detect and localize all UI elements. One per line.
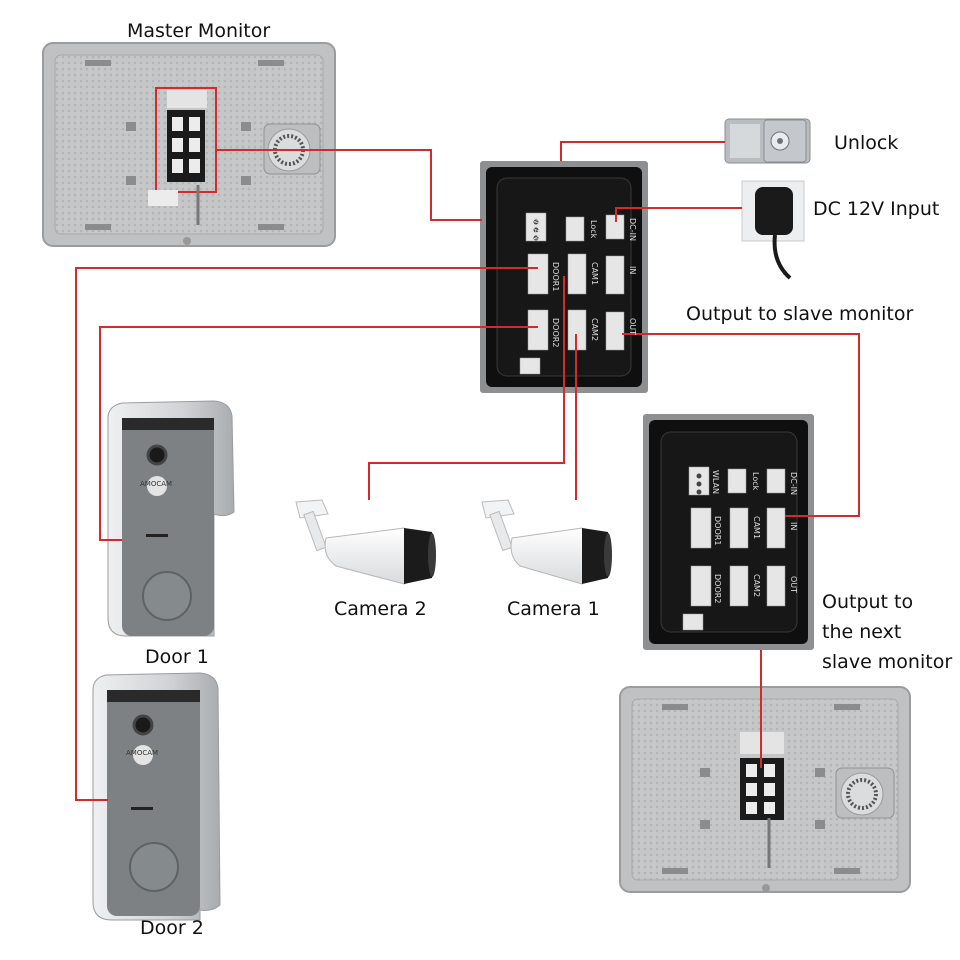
camera1-label: Camera 1 bbox=[507, 598, 600, 620]
wiring bbox=[75, 141, 860, 801]
slave-label-cam2: CAM2 bbox=[752, 574, 761, 598]
label-cam2: CAM2 bbox=[590, 318, 599, 342]
wire-master-to-panel bbox=[216, 149, 482, 221]
power-adapter-icon bbox=[741, 180, 805, 280]
wire-out-to-slave bbox=[622, 333, 860, 517]
wire-dc bbox=[615, 207, 742, 222]
wire-lock bbox=[560, 141, 725, 161]
door2-logo: AMOCAM bbox=[126, 749, 159, 757]
door-station-2 bbox=[92, 672, 221, 921]
slave-label-cam1: CAM1 bbox=[752, 516, 761, 540]
label-in: IN bbox=[628, 266, 637, 275]
master-monitor bbox=[42, 42, 336, 247]
master-monitor-label: Master Monitor bbox=[127, 20, 271, 42]
slave-label-out: OUT bbox=[789, 576, 798, 594]
output-next-label-line1: Output to bbox=[822, 591, 914, 613]
slave-label-dc-in: DC-IN bbox=[789, 472, 798, 495]
wire-door1 bbox=[75, 267, 538, 801]
output-slave-label: Output to slave monitor bbox=[686, 303, 914, 325]
door1-logo: AMOCAM bbox=[140, 480, 173, 488]
slave-label-door2: DOOR2 bbox=[713, 574, 722, 604]
slave-label-door1: DOOR1 bbox=[713, 516, 722, 546]
slave-label-wlan: WLAN bbox=[711, 470, 720, 495]
unlock-label: Unlock bbox=[834, 132, 899, 154]
label-door2: DOOR2 bbox=[551, 318, 560, 348]
electric-lock-icon bbox=[724, 118, 811, 164]
wire-door2 bbox=[99, 326, 538, 541]
label-wlan: WLAN bbox=[532, 216, 541, 241]
wire-camera2 bbox=[368, 276, 565, 500]
label-lock: Lock bbox=[589, 220, 598, 239]
door1-label: Door 1 bbox=[145, 646, 209, 668]
output-next-label-line2: the next bbox=[822, 621, 902, 643]
label-out: OUT bbox=[628, 318, 637, 336]
camera-2-icon bbox=[295, 499, 436, 585]
door2-label: Door 2 bbox=[140, 917, 204, 939]
slave-label-in: IN bbox=[789, 522, 798, 531]
camera-1-icon bbox=[481, 499, 612, 585]
slave-connector-panel bbox=[643, 414, 814, 650]
output-next-label-line3: slave monitor bbox=[822, 651, 953, 673]
dc-input-label: DC 12V Input bbox=[813, 198, 940, 220]
label-cam1: CAM1 bbox=[590, 262, 599, 286]
door-station-1 bbox=[107, 400, 235, 637]
label-door1: DOOR1 bbox=[551, 262, 560, 292]
label-dc-in: DC-IN bbox=[628, 218, 637, 241]
slave-label-lock: Lock bbox=[751, 472, 760, 491]
slave-monitor bbox=[619, 686, 911, 893]
camera2-label: Camera 2 bbox=[334, 598, 427, 620]
